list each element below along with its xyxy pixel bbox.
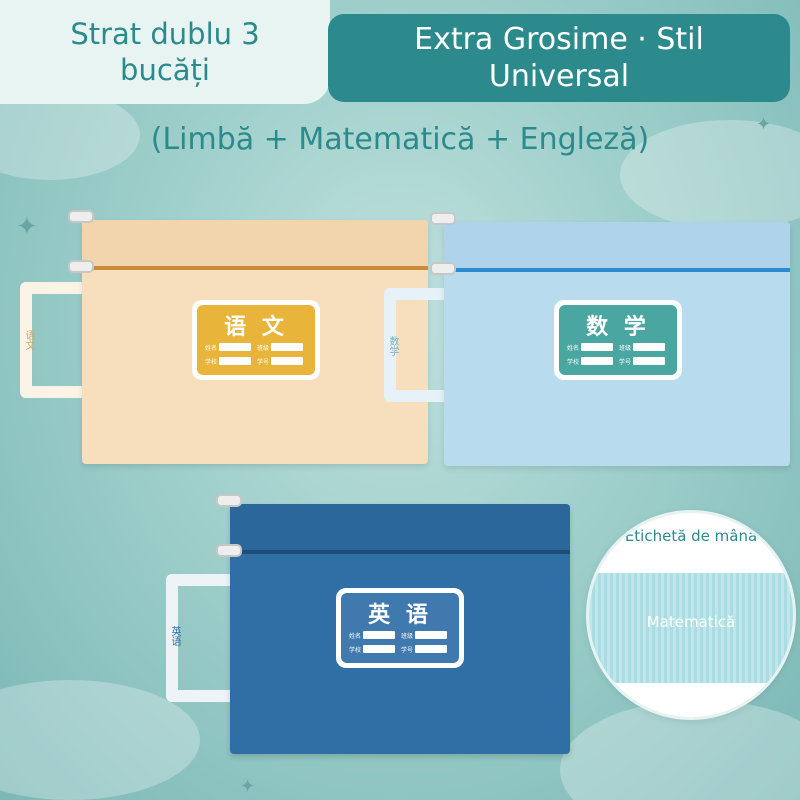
label-field-name: 姓名 <box>205 345 218 352</box>
label-field-school: 学校 <box>567 359 580 366</box>
bag-label: 语 文 姓名 班级 学校 学号 <box>192 300 320 380</box>
zipper-pull <box>216 494 242 507</box>
label-line <box>581 343 613 351</box>
sparkle-icon: ✦ <box>756 114 772 135</box>
zipper-pull <box>68 260 94 273</box>
label-line <box>363 645 395 653</box>
label-line <box>581 357 613 365</box>
sparkle-icon: ✦ <box>16 212 38 242</box>
handle-text: 语文 <box>23 330 34 350</box>
label-field-name: 姓名 <box>567 345 580 352</box>
bag-language: 语 文 姓名 班级 学校 学号 <box>68 210 428 464</box>
strap-text: Matematică <box>646 613 736 631</box>
zipper-pull <box>216 544 242 557</box>
banner-left: Strat dublu 3 bucăți <box>0 0 330 104</box>
zipper <box>230 550 570 554</box>
banner-left-text: Strat dublu 3 bucăți <box>70 17 260 87</box>
label-title: 英 语 <box>368 603 432 628</box>
label-line <box>415 645 447 653</box>
label-line <box>363 631 395 639</box>
subtitle: (Limbă + Matematică + Engleză) <box>150 122 650 157</box>
label-line <box>415 631 447 639</box>
cloud-decoration <box>0 90 140 180</box>
label-line <box>271 357 303 365</box>
bag-handle-language: 语文 <box>20 282 90 398</box>
label-field-class: 班级 <box>257 345 270 352</box>
label-line <box>633 357 665 365</box>
banner-right: Extra Grosime · Stil Universal <box>328 14 790 102</box>
label-title: 语 文 <box>224 315 288 340</box>
label-line <box>219 343 251 351</box>
label-field-number: 学号 <box>257 359 270 366</box>
label-field-number: 学号 <box>401 647 414 654</box>
bag-label: 英 语 姓名 班级 学校 学号 <box>336 588 464 668</box>
zipper-pull <box>68 210 94 223</box>
banner-right-text: Extra Grosime · Stil Universal <box>414 22 704 94</box>
cloud-decoration <box>620 120 800 230</box>
zipper-pull <box>430 262 456 275</box>
label-field-name: 姓名 <box>349 633 362 640</box>
bag-label: 数 学 姓名 班级 学校 学号 <box>554 300 682 380</box>
label-line <box>219 357 251 365</box>
handle-label-callout: Etichetă de mână Matematică <box>586 510 796 720</box>
label-line <box>271 343 303 351</box>
bag-english: 英 语 姓名 班级 学校 学号 <box>216 494 570 754</box>
handle-text: 数学 <box>387 336 398 356</box>
bag-handle-math: 数学 <box>384 288 454 402</box>
bag-top-panel <box>82 220 428 268</box>
callout-title: Etichetă de mână <box>624 527 758 545</box>
zipper <box>444 268 790 272</box>
bag-top-panel <box>444 222 790 270</box>
sparkle-icon: ✦ <box>240 776 256 797</box>
label-field-class: 班级 <box>401 633 414 640</box>
label-field-class: 班级 <box>619 345 632 352</box>
label-field-school: 学校 <box>349 647 362 654</box>
handle-text: 英语 <box>169 626 180 646</box>
zipper <box>82 266 428 270</box>
strap-closeup <box>589 573 793 683</box>
label-field-number: 学号 <box>619 359 632 366</box>
label-line <box>633 343 665 351</box>
bag-math: 数 学 姓名 班级 学校 学号 <box>430 212 790 466</box>
bag-handle-english: 英语 <box>166 574 242 702</box>
label-field-school: 学校 <box>205 359 218 366</box>
zipper-pull <box>430 212 456 225</box>
bag-top-panel <box>230 504 570 552</box>
label-title: 数 学 <box>586 315 650 340</box>
